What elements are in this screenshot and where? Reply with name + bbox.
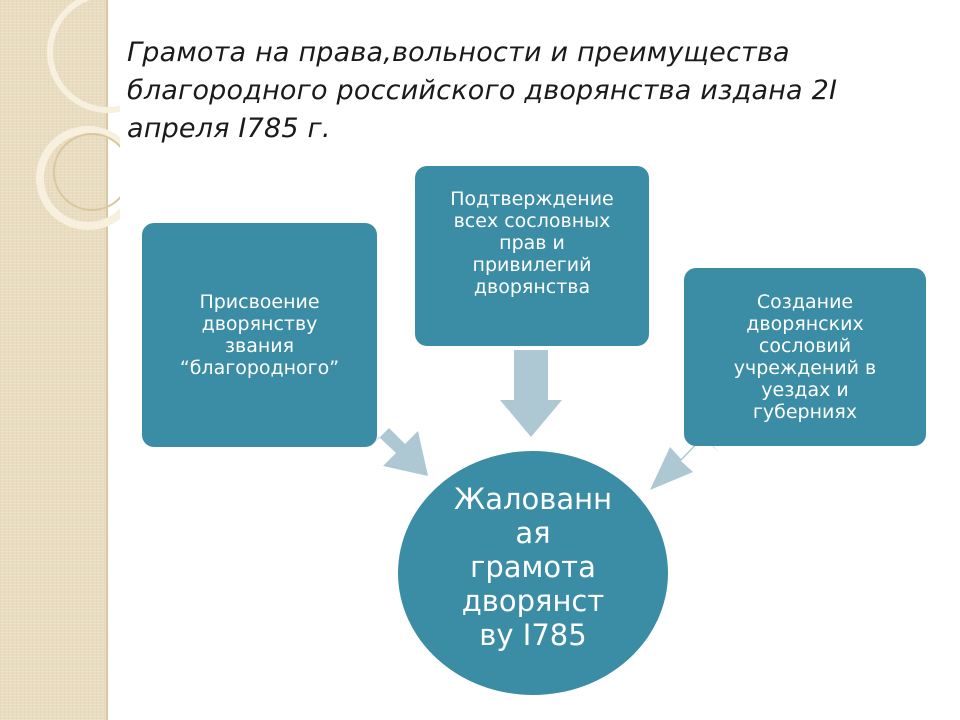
decor-ring-3	[53, 133, 120, 211]
arrow-right-to-center	[650, 436, 719, 490]
decor-ring-1	[47, 0, 120, 113]
slide-title: Грамота на права,вольности и преимуществ…	[127, 37, 838, 144]
box-noble-title: Присвоение дворянству звания “благородно…	[142, 223, 377, 447]
center-charter-circle: Жалованн ая грамота дворянст ву I785	[398, 451, 668, 695]
arrow-top-to-center	[500, 350, 562, 437]
box-estate-rights: Подтверждение всех сословных прав и прив…	[415, 166, 649, 346]
decorative-rings	[36, 0, 120, 230]
panel-divider	[106, 0, 108, 720]
box-noble-institutions: Создание дворянских сословий учреждений …	[684, 268, 926, 446]
decorative-side-panel	[0, 0, 106, 720]
arrow-left-to-center	[372, 428, 428, 476]
decor-ring-2	[36, 126, 120, 230]
